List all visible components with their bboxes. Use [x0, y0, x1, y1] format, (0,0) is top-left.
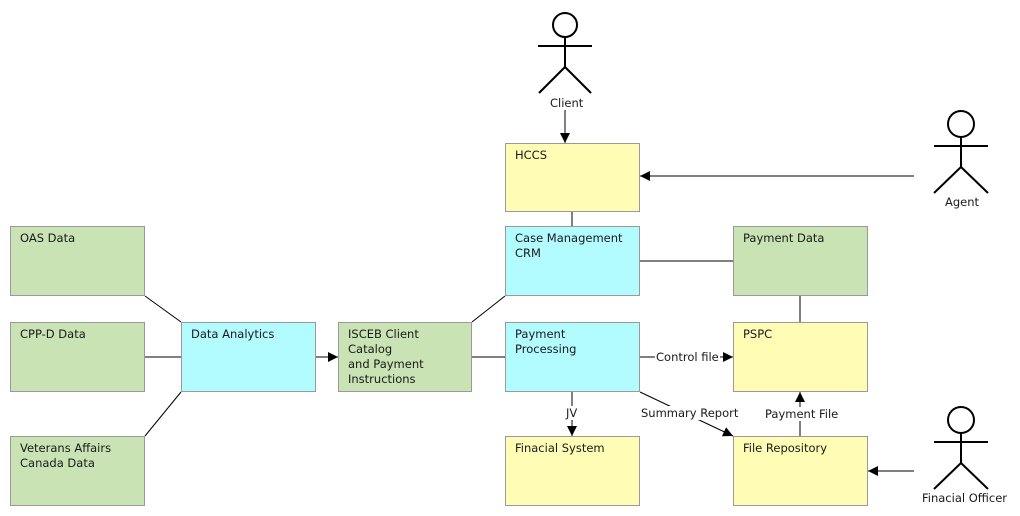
client-actor: Client [535, 10, 595, 110]
payment-processing-label: Payment Processing [515, 327, 577, 356]
isceb-catalog-box[interactable]: ISCEB Client Catalog and Payment Instruc… [338, 322, 472, 392]
financial-officer-actor: Finacial Officer [920, 404, 1016, 512]
payment-data-box[interactable]: Payment Data [733, 226, 868, 296]
jv-label: JV [565, 406, 579, 420]
agent-actor: Agent [931, 108, 991, 209]
pspc-box[interactable]: PSPC [733, 322, 868, 392]
payment-processing-box[interactable]: Payment Processing [505, 322, 640, 392]
case-management-crm-box[interactable]: Case Management CRM [505, 226, 640, 296]
client-label: Client [550, 96, 584, 110]
oas-data-label: OAS Data [20, 231, 76, 245]
veterans-affairs-data-label: Veterans Affairs Canada Data [20, 441, 112, 470]
veterans-affairs-data-box[interactable]: Veterans Affairs Canada Data [10, 436, 145, 506]
pspc-label: PSPC [743, 327, 773, 341]
isceb-catalog-label: ISCEB Client Catalog and Payment Instruc… [348, 327, 424, 386]
file-repository-label: File Repository [743, 441, 828, 455]
cpp-d-data-label: CPP-D Data [20, 327, 86, 341]
oas-data-box[interactable]: OAS Data [10, 226, 145, 296]
control-file-label: Control file [655, 350, 720, 364]
payment-data-label: Payment Data [743, 231, 825, 245]
stick-figure-icon [933, 110, 989, 194]
stick-figure-icon [933, 406, 989, 490]
financial-system-label: Finacial System [515, 441, 605, 455]
data-analytics-label: Data Analytics [191, 327, 275, 341]
financial-system-box[interactable]: Finacial System [505, 436, 640, 506]
stick-figure-icon [538, 12, 592, 94]
case-management-crm-label: Case Management CRM [515, 231, 623, 260]
financial-officer-label: Finacial Officer [922, 491, 1008, 505]
data-analytics-box[interactable]: Data Analytics [181, 322, 316, 392]
hccs-box[interactable]: HCCS [505, 143, 640, 212]
vac-analytics-line [144, 391, 182, 437]
agent-label: Agent [945, 195, 980, 209]
isceb-crm-line [471, 295, 506, 323]
file-repository-box[interactable]: File Repository [733, 436, 868, 506]
oas-analytics-line [144, 295, 182, 323]
summary-report-label: Summary Report [640, 406, 740, 420]
hccs-label: HCCS [515, 148, 548, 162]
cpp-d-data-box[interactable]: CPP-D Data [10, 322, 145, 392]
payment-file-label: Payment File [764, 407, 840, 421]
